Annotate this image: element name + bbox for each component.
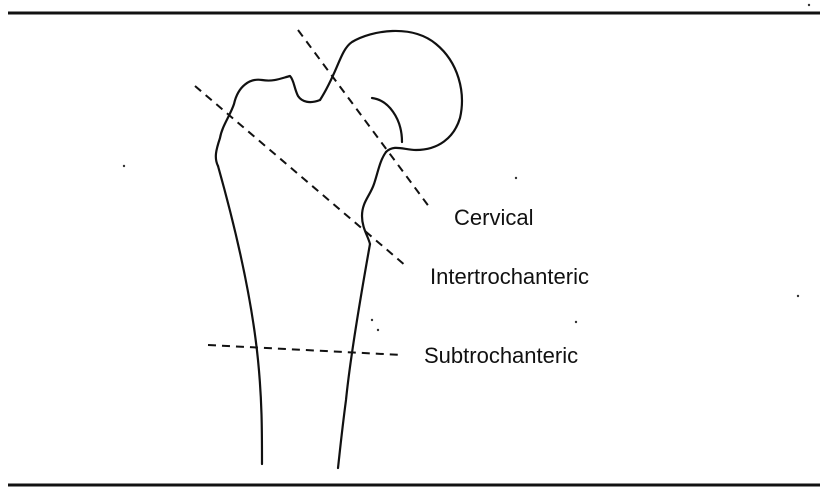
intertrochanteric-fracture-line xyxy=(195,86,406,266)
subtrochanteric-fracture-line xyxy=(208,345,402,355)
label-cervical: Cervical xyxy=(454,205,533,230)
medial-shaft xyxy=(338,244,370,468)
label-intertrochanteric: Intertrochanteric xyxy=(430,264,589,289)
label-subtrochanteric: Subtrochanteric xyxy=(424,343,578,368)
femur-outline xyxy=(216,31,462,468)
cervical-fracture-line xyxy=(298,30,430,208)
greater-trochanter xyxy=(216,76,320,166)
femoral-head xyxy=(320,31,462,152)
medial-neck xyxy=(362,152,386,244)
lateral-shaft xyxy=(218,166,262,464)
